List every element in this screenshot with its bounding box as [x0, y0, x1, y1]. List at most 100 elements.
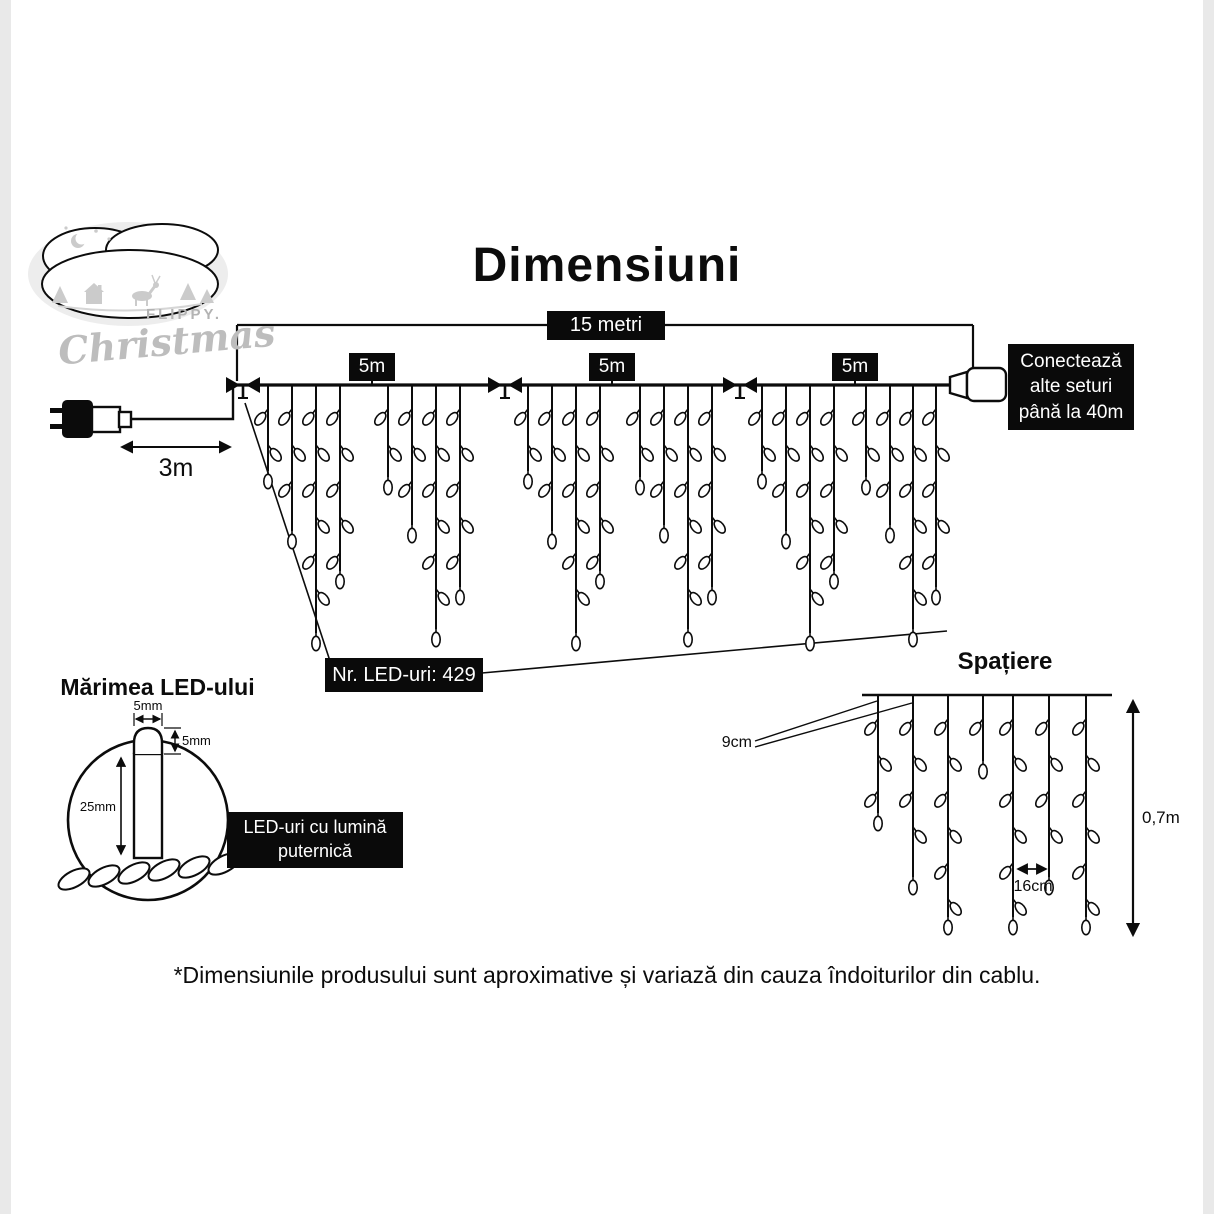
led-bulb [785, 444, 801, 462]
light-drop [373, 385, 403, 496]
led-bulb [325, 552, 341, 570]
led-bulb [315, 444, 331, 462]
led-bulb [407, 523, 417, 544]
light-drop [1071, 695, 1101, 936]
light-drop [625, 385, 655, 496]
led-bulb [397, 480, 413, 498]
light-drop [253, 385, 283, 490]
led-bulb [805, 631, 815, 652]
led-bulb [875, 480, 891, 498]
led-bulb [687, 588, 703, 606]
led-length-label: 25mm [79, 799, 116, 814]
light-drop [875, 385, 905, 544]
led-bulb [527, 444, 543, 462]
led-bulb [912, 588, 928, 606]
led-bulb [547, 529, 557, 550]
led-bulb [761, 444, 777, 462]
led-bulb [1085, 898, 1101, 916]
gap-leaders [754, 700, 913, 748]
led-bulb [639, 444, 655, 462]
led-bulb [291, 444, 307, 462]
led-bulb [851, 408, 867, 426]
led-bulb [933, 718, 949, 736]
led-bulb [861, 475, 871, 496]
led-bulb [908, 627, 918, 648]
led-bulb [697, 552, 713, 570]
led-bulb [978, 759, 988, 780]
led-bulb [383, 475, 393, 496]
brand-name: FLIPPY. [145, 306, 222, 323]
lead-length-label: 3m [158, 454, 194, 482]
led-bulb [421, 480, 437, 498]
light-drop [561, 385, 591, 652]
led-bulb [599, 444, 615, 462]
connect-info-box: Conectează alte seturi până la 40m [1008, 344, 1134, 430]
led-bulb [943, 915, 953, 936]
lead-wire [131, 386, 235, 421]
led-bulb [908, 875, 918, 896]
led-bulb [1048, 754, 1064, 772]
light-drop [851, 385, 881, 496]
led-bulb [687, 444, 703, 462]
led-bulb [1081, 915, 1091, 936]
led-bulb [795, 480, 811, 498]
led-bulb [1044, 875, 1054, 896]
led-bulb [599, 516, 615, 534]
led-bulb [1034, 790, 1050, 808]
led-bulb [659, 523, 669, 544]
led-width-label: 5mm [133, 698, 163, 713]
led-dome [132, 726, 164, 754]
light-drop [301, 385, 331, 652]
led-bulb [998, 790, 1014, 808]
tree-icon [200, 289, 214, 303]
led-bulb [431, 627, 441, 648]
led-bulb [747, 408, 763, 426]
led-bulb [301, 480, 317, 498]
led-bulb [863, 790, 879, 808]
led-bulb [649, 480, 665, 498]
led-bulb [898, 790, 914, 808]
led-bulb [561, 552, 577, 570]
brand-logo-illustration [28, 222, 228, 326]
led-bulb [1012, 754, 1028, 772]
disclaimer-text: *Dimensiunile produsului sunt aproximati… [173, 962, 1041, 988]
string-connector [723, 377, 757, 399]
page-background [11, 0, 1203, 1214]
led-bulb [339, 444, 355, 462]
led-bulb [335, 569, 345, 590]
led-callout-box: LED-uri cu lumină puternică [227, 812, 403, 868]
led-bulb [445, 480, 461, 498]
led-bulb [947, 754, 963, 772]
led-bulb [1071, 862, 1087, 880]
led-bulb [411, 444, 427, 462]
led-bulb [585, 552, 601, 570]
led-bulb [421, 552, 437, 570]
light-drop [819, 385, 849, 590]
segment-label-3: 5m [832, 353, 878, 381]
led-bulb [445, 408, 461, 426]
led-bulb [889, 444, 905, 462]
led-bulb [873, 811, 883, 832]
light-drop [795, 385, 825, 652]
led-bulb [387, 444, 403, 462]
led-bulb [571, 631, 581, 652]
led-bulb [673, 552, 689, 570]
led-bulb [771, 480, 787, 498]
led-callout-line: puternică [277, 841, 353, 861]
led-bulb [933, 862, 949, 880]
led-bulb [898, 480, 914, 498]
twisted-cable [57, 852, 241, 891]
string-connector [488, 377, 522, 399]
led-bulb [421, 408, 437, 426]
led-bulb [315, 516, 331, 534]
light-drop [421, 385, 451, 648]
led-bulb [673, 408, 689, 426]
led-bulb [795, 408, 811, 426]
led-bulb [809, 588, 825, 606]
led-bulb [445, 552, 461, 570]
light-drop [537, 385, 567, 550]
led-bulb [663, 444, 679, 462]
led-bulb [697, 408, 713, 426]
led-bulb [561, 480, 577, 498]
led-bulb [819, 552, 835, 570]
